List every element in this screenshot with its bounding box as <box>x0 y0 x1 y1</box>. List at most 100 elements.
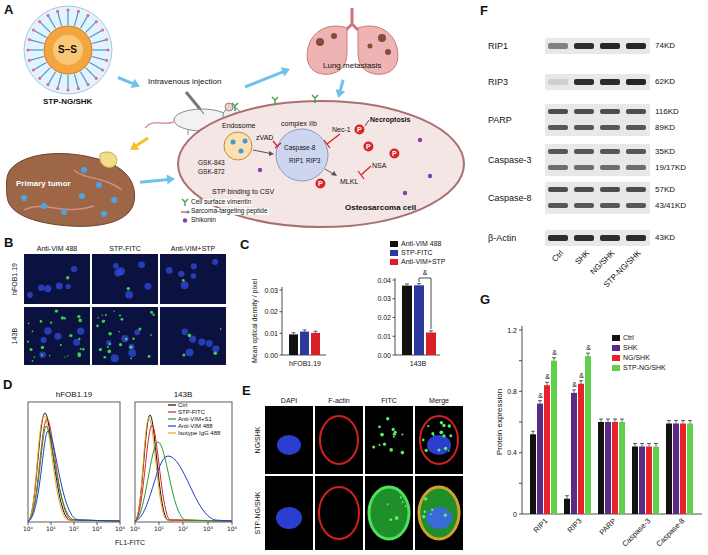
arrow-shaft <box>118 78 134 84</box>
histogram-frames <box>28 402 232 525</box>
fluorescence-dot <box>150 311 153 314</box>
category-label: 143B <box>410 360 426 367</box>
error-bar <box>633 444 637 447</box>
nucleus-dot <box>186 348 194 356</box>
band-size: 116KD <box>655 108 679 116</box>
arrow-shaft <box>245 72 284 87</box>
phospho-mark: P <box>392 150 397 157</box>
column-header: DAPI <box>281 397 297 404</box>
tick-label: 0.03 <box>377 295 391 302</box>
band-size: 43KD <box>655 234 675 242</box>
fluorescence-dot <box>378 425 381 428</box>
nucleus-dot <box>113 263 119 269</box>
fluorescence-dot <box>108 350 112 354</box>
legend-swatch <box>612 345 620 351</box>
error-bar <box>565 496 569 499</box>
bar <box>311 333 320 355</box>
tick-label: 0.02 <box>377 314 391 321</box>
column-header: Anti-VIM+STP <box>171 245 216 252</box>
tick-label: 10² <box>69 526 79 532</box>
flow-arrow <box>140 175 175 185</box>
fluorescence-dot <box>150 334 152 336</box>
fluorescence-dot <box>442 434 445 437</box>
nucleus-dot <box>206 340 213 347</box>
fluorescence-dot <box>383 443 386 446</box>
chart-title: 143B <box>174 391 193 399</box>
fluorescence-dot <box>41 346 44 349</box>
significance-mark: & <box>538 392 543 399</box>
column-header: FITC <box>381 397 397 404</box>
tick-label: 10⁴ <box>227 526 237 532</box>
flow-arrow <box>130 138 148 150</box>
micrograph-frames <box>24 254 226 365</box>
fluorescence-dot <box>50 322 52 324</box>
legend-text: Sarcoma-targeting peptide <box>190 208 269 215</box>
column-header: Merge <box>429 397 449 404</box>
legend-swatch <box>612 355 620 361</box>
bar <box>564 499 570 514</box>
fluorescence-dot <box>440 421 443 424</box>
fluorescence-dot <box>70 334 73 337</box>
fluorescence-dot <box>138 328 141 331</box>
fluorescence-dot <box>182 354 185 357</box>
fluorescence-dot <box>125 338 128 341</box>
peptide-icon <box>181 211 187 213</box>
phospho-mark: P <box>366 143 371 150</box>
arrow-head <box>167 175 176 185</box>
fluorescence-dot <box>108 332 112 336</box>
tick-label: 0.01 <box>377 333 391 340</box>
tick-label: 0.02 <box>264 308 278 315</box>
fluorescence-dot <box>220 328 222 330</box>
fluorescence-dot <box>405 505 407 507</box>
nucleus-dot <box>77 328 84 335</box>
category-label: RIP3 <box>567 517 584 534</box>
arrow-head <box>131 79 140 88</box>
fluorescence-dot <box>439 430 443 434</box>
shikonin-icon <box>183 218 187 222</box>
fluorescence-dot <box>109 343 111 345</box>
category-label: hFOB1.19 <box>289 360 321 367</box>
bar <box>639 447 645 515</box>
lung-node: Lung metastasis <box>290 8 415 80</box>
nucleus-dot <box>198 339 205 346</box>
nucleus-dot <box>38 284 45 291</box>
nucleus-dot <box>212 345 219 352</box>
axis-title: FL1-FITC <box>115 539 145 546</box>
fluorescence-dot <box>97 317 99 319</box>
fluorescence-dot <box>395 516 399 520</box>
axis-title: Protein expression <box>496 389 504 455</box>
legend-swatch <box>612 365 620 371</box>
fluorescence-dot <box>78 319 82 323</box>
fluorescence-dot <box>77 315 80 318</box>
significance-mark: & <box>423 269 428 276</box>
fluorescence-dot <box>40 320 43 323</box>
bar <box>632 447 638 515</box>
fluorescence-dot <box>379 444 381 446</box>
error-bar <box>314 331 318 333</box>
nucleus-dot <box>39 352 45 358</box>
fluorescence-dot <box>41 354 43 356</box>
phospho-mark: P <box>318 180 323 187</box>
error-bar <box>545 382 549 385</box>
error-bar <box>405 284 409 286</box>
lane-label: SHK <box>574 249 591 266</box>
lane-label: Ctrl <box>550 249 564 263</box>
fluorescence-dot <box>132 338 134 340</box>
fluorescence-dot <box>118 331 120 333</box>
fluorescence-dot <box>28 323 30 325</box>
error-bar <box>647 444 651 447</box>
bar <box>414 285 424 355</box>
column-header: STP-FITC <box>109 245 141 252</box>
tick-label: 0.03 <box>264 287 278 294</box>
fluorescence-dot <box>82 348 84 350</box>
node-label: Intravenous injection <box>148 78 221 86</box>
fluorescence-dot <box>442 424 445 427</box>
fluorescence-dot <box>427 425 429 427</box>
tick-label: 0.00 <box>377 352 391 359</box>
primary-tumor-node: Primary tumor <box>4 150 140 228</box>
nucleus-dot <box>182 329 188 335</box>
legend-text: Cell surface vimentin <box>190 199 252 206</box>
panel-letter: B <box>4 236 13 249</box>
legend-swatch <box>390 241 398 247</box>
